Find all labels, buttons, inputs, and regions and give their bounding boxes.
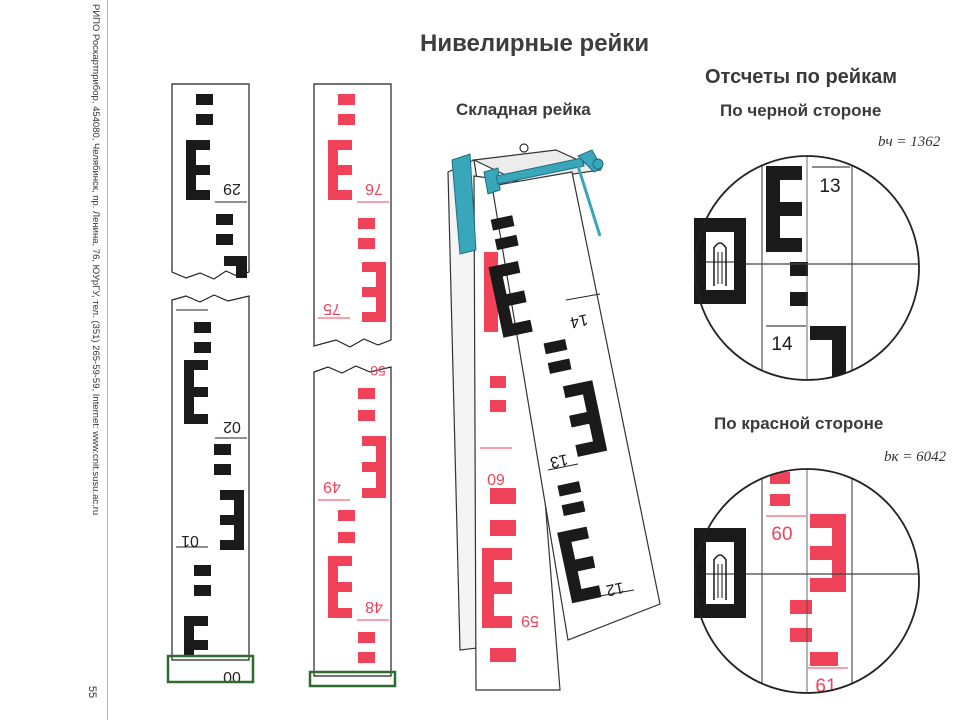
folding-rod-red-mark bbox=[490, 400, 506, 412]
red-reading-mark bbox=[770, 494, 790, 506]
folding-rod-hinge-knob bbox=[592, 158, 604, 170]
black-rod-e-mark bbox=[184, 360, 208, 424]
red-rod-number: 49 bbox=[323, 478, 341, 495]
red-reading-view: 60 61 bbox=[694, 468, 920, 697]
folding-rod-black-e-mark bbox=[562, 380, 608, 457]
black-rod-e-mark bbox=[224, 256, 247, 278]
red-rod-base bbox=[308, 670, 397, 688]
black-side-title: По черной стороне bbox=[720, 101, 882, 120]
black-rod-top-segment bbox=[171, 83, 250, 280]
folding-rod-hinge bbox=[451, 153, 477, 255]
black-rod-mark bbox=[194, 322, 211, 333]
red-rod-mark bbox=[358, 652, 375, 663]
folding-rod-black-mark bbox=[561, 500, 586, 517]
red-rod-number: 48 bbox=[365, 598, 383, 615]
folding-rod-title: Складная рейка bbox=[456, 100, 591, 119]
black-reading-circle bbox=[694, 155, 920, 381]
black-rod-number: 01 bbox=[181, 532, 199, 549]
red-reading-number: 60 bbox=[771, 524, 792, 545]
black-rod-mark bbox=[214, 464, 231, 475]
red-reading-circle bbox=[694, 468, 920, 694]
red-reading-e-mark bbox=[810, 514, 846, 592]
red-rod-mark bbox=[338, 114, 355, 125]
folding-rod-red-mark bbox=[490, 520, 516, 536]
folding-rod-black-number: 13 bbox=[548, 450, 569, 470]
folding-rod-hinge-rod bbox=[576, 165, 602, 237]
folding-rod-red-number: 59 bbox=[521, 612, 539, 629]
red-reading-mark bbox=[810, 652, 838, 666]
red-reading-mark bbox=[790, 628, 812, 642]
black-rod-mark bbox=[214, 444, 231, 455]
folding-rod-black-mark bbox=[490, 215, 515, 231]
black-rod-mark bbox=[194, 342, 211, 353]
red-rod-number: 50 bbox=[370, 363, 386, 379]
folding-rod-front-panel bbox=[491, 171, 661, 641]
folding-rod: 60 59 14 13 12 bbox=[447, 143, 661, 691]
red-rod-mark bbox=[338, 94, 355, 105]
red-rod-mark bbox=[358, 632, 375, 643]
red-rod-mark bbox=[338, 532, 355, 543]
red-rod-number: 75 bbox=[323, 300, 341, 317]
black-rod-mark bbox=[216, 234, 233, 245]
red-rod-e-mark bbox=[362, 262, 386, 322]
black-reading-e-mark bbox=[810, 326, 846, 380]
black-reading-mark bbox=[790, 262, 808, 276]
black-reading-view: 13 14 bbox=[694, 155, 920, 381]
red-rod-mark bbox=[358, 410, 375, 421]
black-rod-e-mark bbox=[220, 490, 244, 550]
folding-rod-hinge bbox=[495, 157, 585, 185]
folding-rod-black-mark bbox=[557, 481, 582, 497]
folding-rod-black-mark bbox=[547, 358, 572, 374]
black-rod-mark bbox=[194, 565, 211, 576]
folding-rod-black-mark bbox=[543, 338, 568, 355]
black-rod-mark bbox=[196, 114, 213, 125]
black-rod-mark bbox=[194, 585, 211, 596]
red-rod-mark bbox=[358, 238, 375, 249]
margin-line bbox=[107, 0, 108, 720]
red-rod: 76 75 50 49 48 bbox=[308, 83, 397, 688]
black-reading-formula: bч = 1362 bbox=[878, 134, 941, 150]
red-rod-e-mark bbox=[362, 436, 386, 498]
black-rod-mark bbox=[216, 214, 233, 225]
folding-rod-black-e-mark bbox=[488, 261, 533, 338]
black-reading-mark bbox=[790, 292, 808, 306]
red-reading-mark bbox=[770, 472, 790, 484]
red-rod-mark bbox=[358, 218, 375, 229]
red-reading-formula: bк = 6042 bbox=[884, 449, 947, 465]
black-rod-e-mark bbox=[186, 140, 210, 200]
red-rod-e-mark bbox=[328, 140, 352, 200]
black-rod: 29 02 01 00 bbox=[166, 83, 255, 685]
red-reading-number: 61 bbox=[815, 676, 836, 697]
folding-rod-black-number: 14 bbox=[568, 310, 589, 330]
red-rod-e-mark bbox=[328, 556, 352, 618]
folding-rod-hinge bbox=[483, 167, 501, 195]
black-reading-number: 13 bbox=[819, 176, 840, 197]
black-reading-mark bbox=[812, 156, 834, 157]
red-side-title: По красной стороне bbox=[714, 414, 884, 433]
red-rod-number: 76 bbox=[365, 180, 383, 197]
red-rod-mark bbox=[338, 510, 355, 521]
black-reading-e-mark bbox=[766, 166, 802, 252]
black-rod-number: 29 bbox=[223, 180, 241, 197]
folding-rod-red-mark bbox=[490, 648, 516, 662]
folding-rod-red-mark bbox=[490, 376, 506, 388]
folding-rod-hinge-knob bbox=[519, 143, 529, 153]
black-rod-base bbox=[166, 654, 255, 684]
black-rod-e-mark bbox=[184, 616, 208, 655]
red-rod-mark bbox=[358, 388, 375, 399]
page-title: Нивелирные рейки bbox=[420, 30, 650, 57]
folding-rod-black-mark bbox=[494, 234, 519, 251]
black-reading-number: 14 bbox=[771, 334, 793, 355]
folding-rod-black-e-mark bbox=[557, 526, 602, 604]
red-reading-mark bbox=[790, 600, 812, 614]
black-rod-number: 02 bbox=[223, 418, 241, 435]
folding-rod-red-e-mark bbox=[482, 548, 512, 628]
folding-rod-black-number: 12 bbox=[604, 578, 625, 598]
folding-rod-red-number: 60 bbox=[487, 470, 505, 487]
folding-rod-red-mark bbox=[490, 488, 516, 504]
readings-title: Отсчеты по рейкам bbox=[705, 66, 898, 88]
black-rod-mark bbox=[196, 94, 213, 105]
